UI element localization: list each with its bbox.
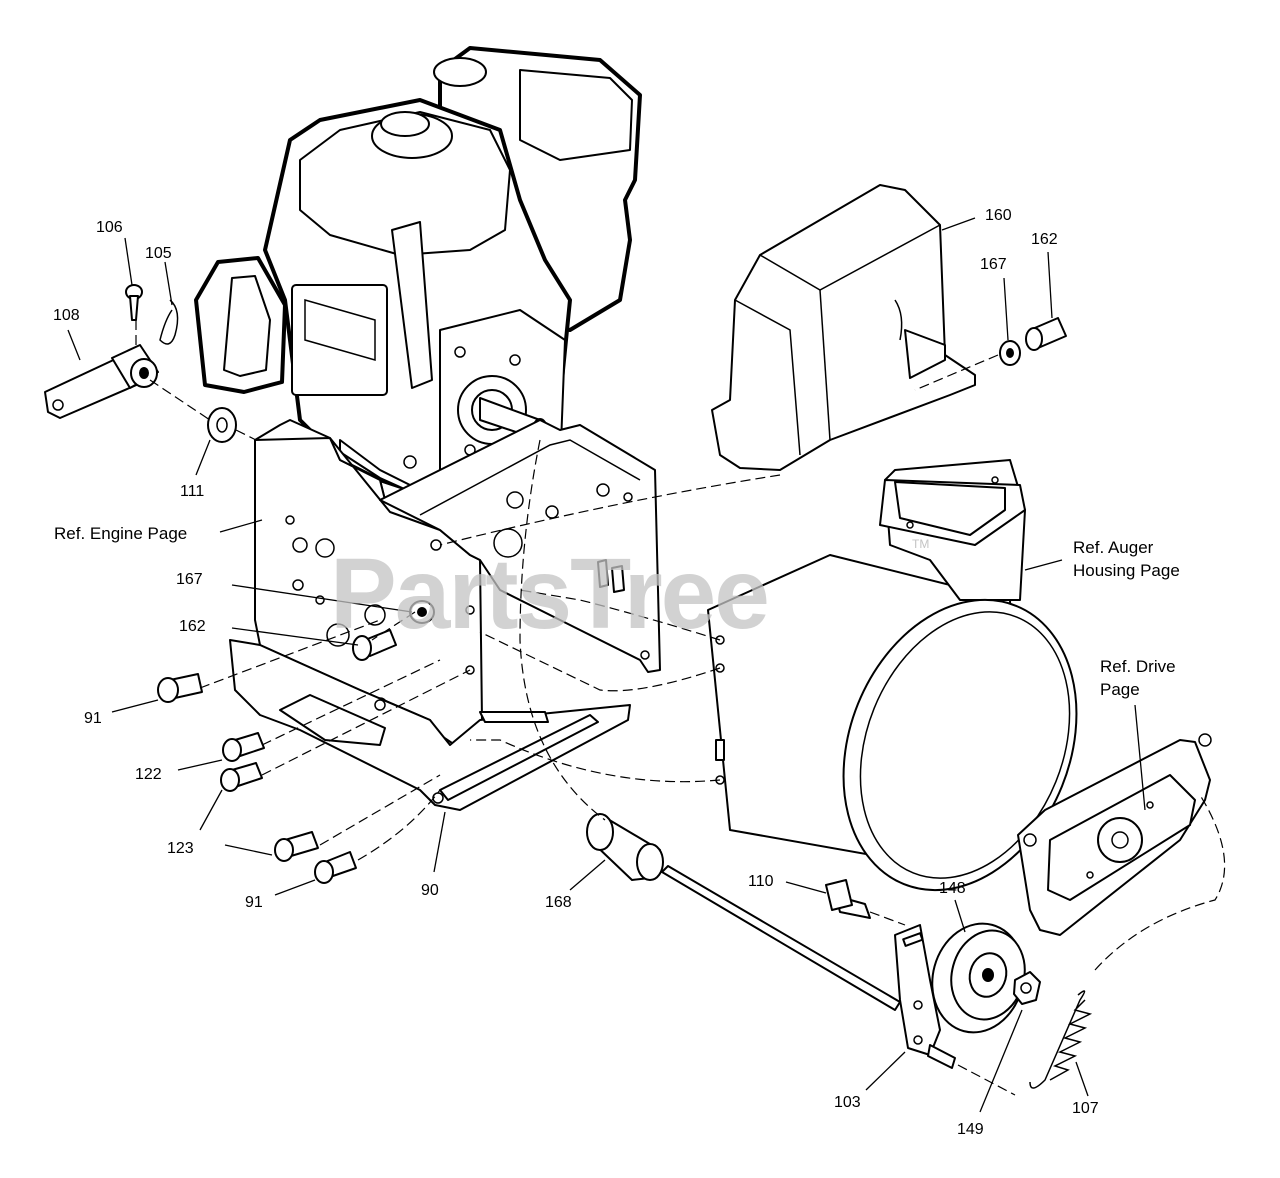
frame-assembly [229,419,661,811]
ref-auger-line2: Housing Page [1073,561,1180,580]
belt-cover-160 [711,184,976,471]
ref-drive-line2: Page [1100,680,1140,699]
callout-123: 123 [167,840,194,857]
callout-149: 149 [957,1121,984,1138]
ref-engine-page: Ref. Engine Page [54,524,187,543]
leader-lines [67,217,1146,1113]
callout-90: 90 [421,882,439,899]
callout-107: 107 [1072,1100,1099,1117]
auger-housing [707,459,1078,892]
watermark: PartsTree [330,538,768,650]
callout-111: 111 [180,483,204,500]
callout-168: 168 [545,894,572,911]
ref-drive-line1: Ref. Drive [1100,657,1176,676]
callout-167-top: 167 [980,256,1007,273]
ref-auger-line1: Ref. Auger [1073,538,1154,557]
callout-105: 105 [145,245,172,262]
callout-91-bottom: 91 [245,894,263,911]
callout-148: 148 [939,880,966,897]
hardware-parts [44,284,1093,1089]
callout-91-top: 91 [84,710,102,727]
watermark-trademark: TM [912,537,929,551]
alignment-lines [135,320,1226,1096]
engine-assembly [194,46,642,506]
callout-110: 110 [748,873,774,890]
callout-106: 106 [96,219,123,236]
callout-160: 160 [985,207,1012,224]
callout-103: 103 [834,1094,861,1111]
callout-108: 108 [53,307,80,324]
drive-bracket [1017,733,1212,936]
callout-122: 122 [135,766,162,783]
callout-167: 167 [176,571,203,588]
callout-162: 162 [179,618,206,635]
callout-162-top: 162 [1031,231,1058,248]
